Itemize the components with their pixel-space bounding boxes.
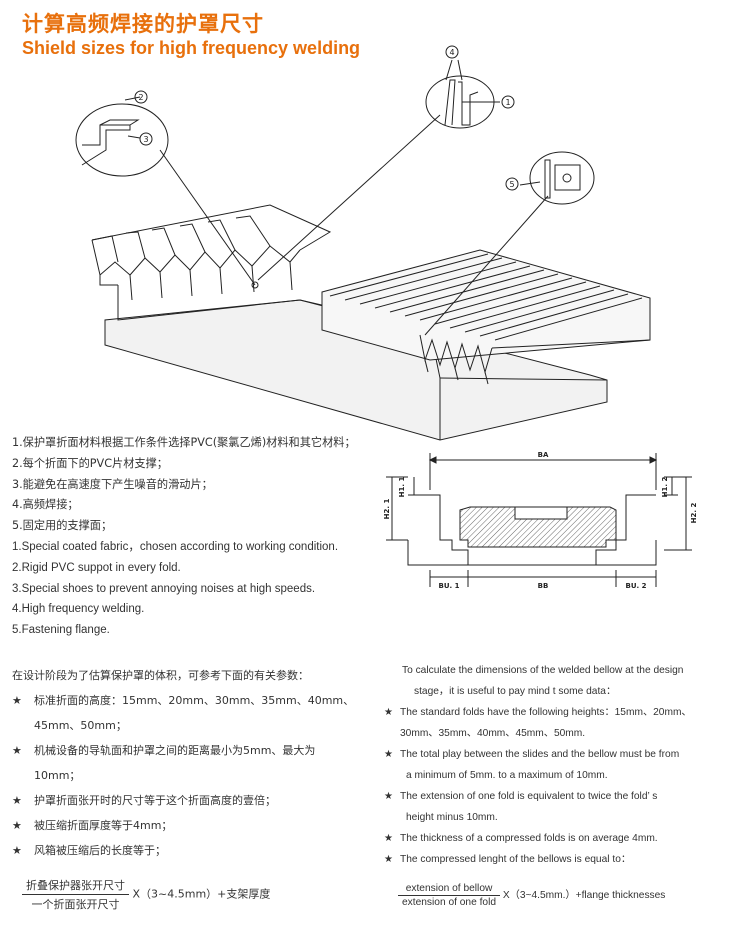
star-icon: ★ (384, 791, 394, 802)
cn-formula: 折叠保护器张开尺寸 一个折面张开尺寸 X（3~4.5mm）+支架厚度 (22, 877, 270, 912)
parts-legend: 1.保护罩折面材料根据工作条件选择PVC(聚氯乙烯)材料和其它材料； 2.每个折… (12, 433, 356, 641)
legend-cn-1: 1.保护罩折面材料根据工作条件选择PVC(聚氯乙烯)材料和其它材料； (12, 436, 356, 449)
en-formula-numerator: extension of bellow (398, 883, 501, 896)
legend-en-5: 5.Fastening flange. (12, 624, 110, 637)
legend-cn-5: 5.固定用的支撑面； (12, 519, 113, 533)
en-formula-denominator: extension of one fold (402, 897, 497, 908)
star-icon: ★ (12, 844, 22, 857)
en-formula-fraction: extension of bellow extension of one fol… (398, 883, 501, 908)
star-icon: ★ (384, 833, 394, 844)
cn-item-1b: 45mm、50mm； (34, 719, 127, 732)
star-icon: ★ (384, 749, 394, 760)
star-icon: ★ (384, 707, 394, 718)
dim-ba: BA (538, 451, 549, 459)
dim-h22: H2. 2 (690, 503, 698, 524)
star-icon: ★ (12, 694, 22, 707)
cn-item-5: 风箱被压缩后的长度等于； (34, 844, 166, 857)
en-formula: extension of bellow extension of one fol… (398, 883, 665, 908)
legend-cn-2: 2.每个折面下的PVC片材支撑； (12, 456, 168, 470)
page-title-en: Shield sizes for high frequency welding (22, 38, 361, 58)
star-icon: ★ (12, 819, 22, 832)
star-icon: ★ (384, 854, 394, 865)
cn-formula-denominator: 一个折面张开尺寸 (31, 898, 120, 911)
en-item-1b: 30mm、35mm、40mm、45mm、50mm. (400, 728, 586, 739)
page-title-cn: 计算高频焊接的护罩尺寸 (22, 12, 264, 36)
legend-cn-4: 4.高频焊接； (12, 498, 79, 512)
cn-item-4: 被压缩折面厚度等于4mm； (34, 819, 173, 832)
en-item-2: The total play between the slides and th… (400, 749, 680, 760)
cn-item-2: 机械设备的导轨面和护罩之间的距离最小为5mm、最大为 (34, 744, 316, 757)
dim-h11: H1. 1 (398, 477, 406, 498)
bellow-illustration: 2 3 4 1 5 (75, 45, 651, 441)
dim-bu2: BU. 2 (626, 582, 647, 590)
en-item-4: The thickness of a compressed folds is o… (400, 833, 658, 844)
cn-item-1: 标准折面的高度：15mm、20mm、30mm、35mm、40mm、 (34, 694, 355, 707)
dim-bu1: BU. 1 (439, 582, 460, 590)
en-notes: To calculate the dimensions of the welde… (384, 660, 729, 870)
callout-5: 5 (509, 180, 514, 189)
en-item-1: The standard folds have the following he… (400, 707, 692, 718)
en-item-3: The extension of one fold is equivalent … (400, 791, 658, 802)
star-icon: ★ (12, 794, 22, 807)
dim-bb: BB (538, 582, 549, 590)
cn-notes: 在设计阶段为了估算保护罩的体积，可参考下面的有关参数： ★ 标准折面的高度：15m… (12, 663, 382, 863)
dim-h12: H1. 2 (661, 477, 669, 498)
en-item-3b: height minus 10mm. (406, 812, 498, 823)
cross-section-diagram: BA BB BU. 1 BU. 2 H1. 1 H2. 1 H1. 2 H2. … (383, 451, 698, 590)
legend-en-1: 1.Special coated fabric，chosen according… (12, 540, 339, 553)
callout-1: 1 (505, 98, 510, 107)
cn-formula-tail: X（3~4.5mm）+支架厚度 (132, 887, 271, 901)
callout-2: 2 (138, 93, 143, 102)
en-item-5: The compressed lenght of the bellows is … (400, 854, 632, 865)
cn-item-2b: 10mm； (34, 769, 81, 782)
en-formula-tail: X（3~4.5mm.）+flange thicknesses (502, 890, 666, 902)
cn-formula-numerator: 折叠保护器张开尺寸 (22, 877, 129, 895)
en-intro-2: stage，it is useful to pay mind t some da… (414, 686, 617, 697)
callout-3: 3 (143, 135, 148, 144)
legend-en-4: 4.High frequency welding. (12, 603, 145, 616)
dim-h21: H2. 1 (383, 499, 391, 520)
cn-intro: 在设计阶段为了估算保护罩的体积，可参考下面的有关参数： (12, 669, 309, 682)
legend-cn-3: 3.能避免在高速度下产生噪音的滑动片； (12, 477, 213, 491)
star-icon: ★ (12, 744, 22, 757)
legend-en-3: 3.Special shoes to prevent annoying nois… (12, 582, 316, 595)
cn-item-3: 护罩折面张开时的尺寸等于这个折面高度的壹倍； (34, 794, 276, 807)
en-item-2b: a minimum of 5mm. to a maximum of 10mm. (406, 770, 608, 781)
en-intro-1: To calculate the dimensions of the welde… (402, 665, 684, 676)
cn-formula-fraction: 折叠保护器张开尺寸 一个折面张开尺寸 (22, 877, 129, 912)
legend-en-2: 2.Rigid PVC suppot in every fold. (12, 561, 181, 574)
callout-4: 4 (449, 48, 454, 57)
